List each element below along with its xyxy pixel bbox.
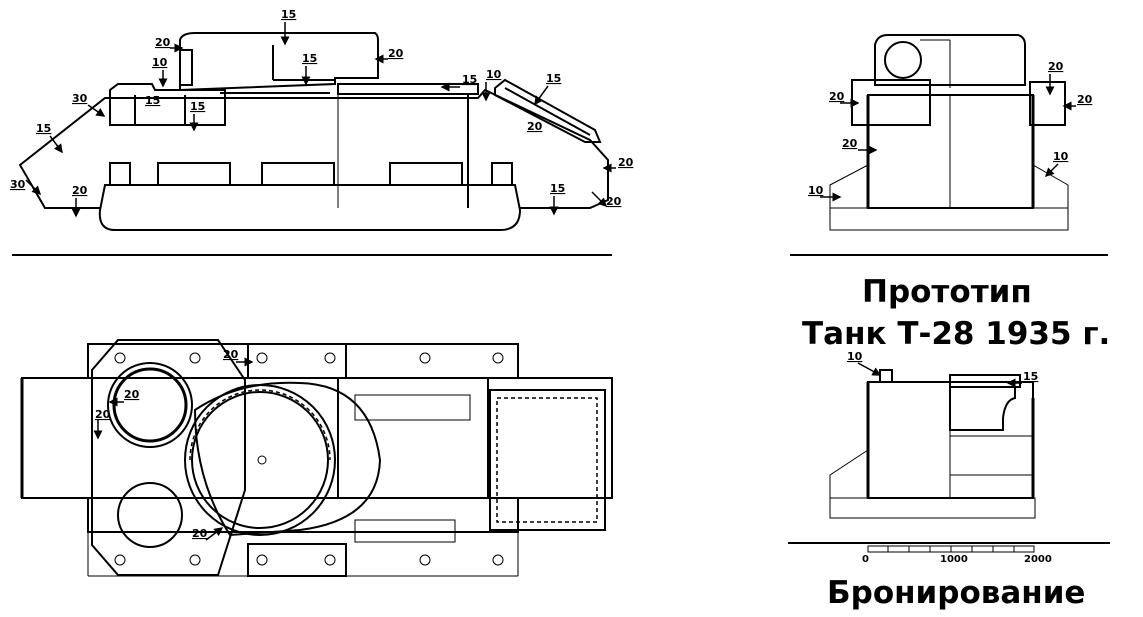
side-fender-slot: [157, 162, 231, 186]
armor-label: 10: [486, 68, 502, 81]
armor-label: 20: [618, 156, 634, 169]
armor-label: 20: [1048, 60, 1064, 73]
side-view: 15 20 20 10 15 15 15 10 15 30 15 20 15 2…: [10, 8, 634, 256]
front-turret: [874, 34, 1026, 86]
title-tank-name: Танк Т-28 1935 г.: [802, 316, 1110, 352]
armor-label: 20: [829, 90, 845, 103]
top-main-turret: [184, 384, 336, 536]
armor-label: 15: [546, 72, 561, 85]
front-left-turret: [851, 79, 931, 126]
side-fender-slot: [261, 162, 335, 186]
armor-label: 15: [302, 52, 317, 65]
side-track: [98, 184, 522, 231]
armor-label: 20: [192, 527, 208, 540]
top-front-turret: [107, 362, 193, 448]
side-front-turret: [109, 83, 226, 126]
armor-label: 20: [72, 184, 88, 197]
armor-label: 10: [847, 350, 863, 363]
armor-label: 15: [190, 100, 205, 113]
title-armor: Бронирование: [827, 575, 1085, 611]
armor-label: 20: [95, 408, 111, 421]
side-fender-slot: [389, 162, 463, 186]
scale-tick-label: 1000: [940, 554, 968, 565]
side-fender-slot: [491, 162, 513, 186]
armor-label: 20: [223, 348, 239, 361]
side-rear-plate: [494, 78, 602, 143]
scale-bar: 0 1000 2000: [862, 545, 1052, 565]
top-front-turret: [117, 482, 183, 548]
scale-tick-label: 0: [862, 554, 869, 565]
armor-label: 15: [145, 94, 160, 107]
armor-label: 30: [10, 178, 26, 191]
armor-label: 20: [606, 195, 622, 208]
scale-tick-label: 2000: [1024, 554, 1052, 565]
front-view: 20 20 20 20 10 10: [790, 34, 1108, 256]
title-prototype: Прототип: [862, 274, 1032, 310]
armor-label: 15: [1023, 370, 1038, 383]
armor-label: 20: [842, 137, 858, 150]
armor-label: 10: [1053, 150, 1069, 163]
armor-label: 15: [550, 182, 565, 195]
top-view: 20 20 20 20: [20, 339, 613, 577]
armor-label: 15: [281, 8, 296, 21]
armor-label: 20: [388, 47, 404, 60]
side-fender-slot: [109, 162, 131, 186]
armor-label: 15: [36, 122, 51, 135]
armor-label: 20: [1077, 93, 1093, 106]
rivets: [114, 352, 504, 566]
rear-view: 10 15: [788, 350, 1110, 544]
armor-label: 20: [527, 120, 543, 133]
armor-label: 20: [155, 36, 171, 49]
armor-label: 30: [72, 92, 88, 105]
top-hull-outline: [21, 377, 613, 499]
armor-label: 10: [152, 56, 168, 69]
front-right-turret: [1029, 81, 1066, 126]
armor-label: 20: [124, 388, 140, 401]
armor-label: 15: [462, 73, 477, 86]
armor-label: 10: [808, 184, 824, 197]
side-main-turret: [179, 32, 379, 92]
